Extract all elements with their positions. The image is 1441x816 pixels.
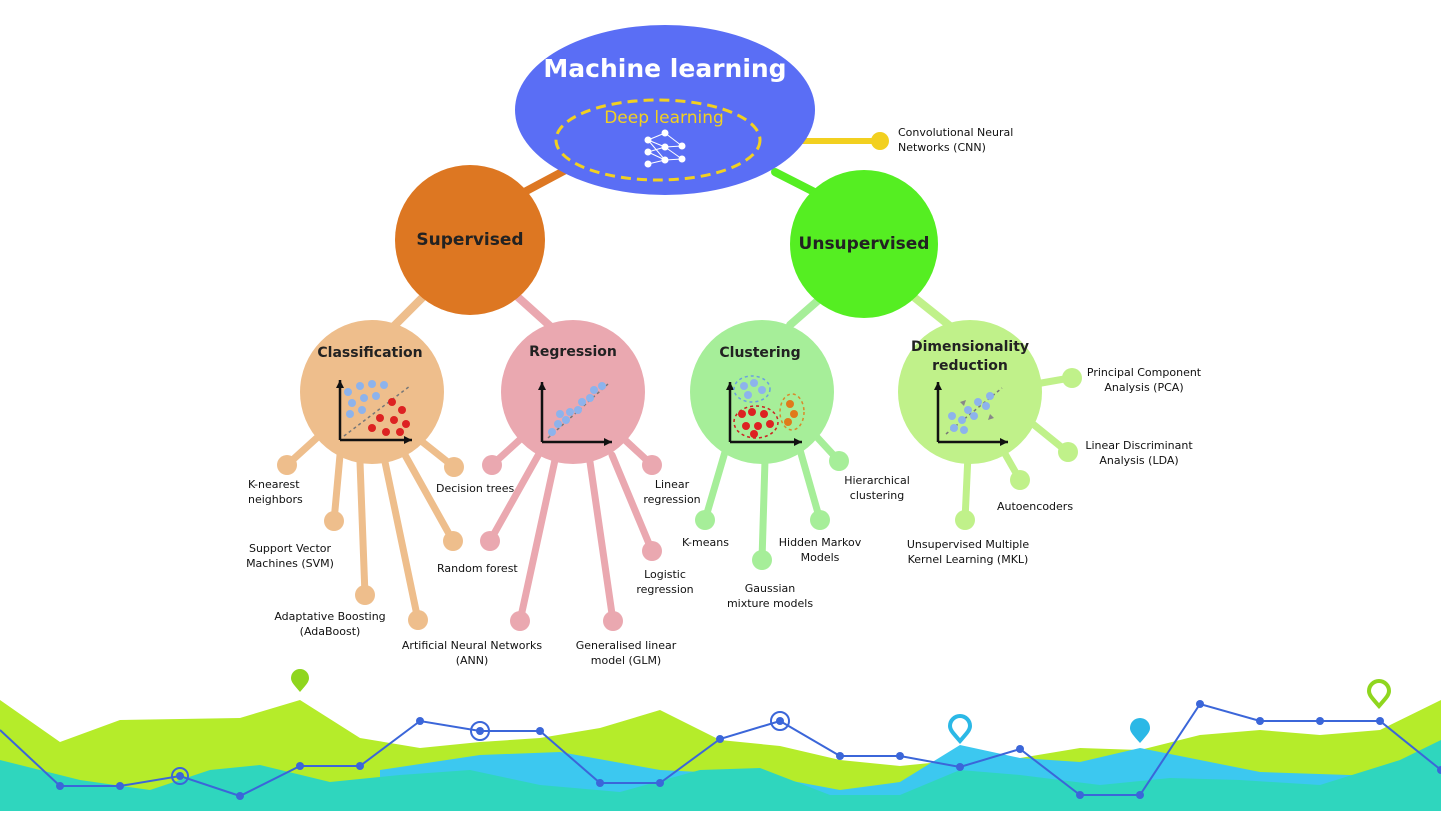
cnn-label: Convolutional Neural Networks (CNN) — [898, 126, 1014, 154]
leaf-mkl: Unsupervised Multiple Kernel Learning (M… — [906, 538, 1030, 566]
leaf-dot-logreg — [642, 541, 662, 561]
neural-network-icon — [644, 129, 686, 168]
leaf-dot-ann2 — [510, 611, 530, 631]
leaf-dot-linreg — [642, 455, 662, 475]
map-pin-icon — [291, 669, 309, 692]
leaf-dot-rforest — [443, 531, 463, 551]
leaf-adaboost: Adaptative Boosting (AdaBoost) — [274, 610, 386, 638]
unsupervised-label: Unsupervised — [798, 234, 930, 254]
footer-ring-markers — [171, 711, 790, 785]
classification-node — [300, 320, 444, 464]
footer-line-points — [56, 700, 1441, 800]
leaf-linreg: Linear regression — [643, 478, 701, 506]
dimred-plot-icon — [934, 382, 1008, 446]
leaf-dot-knn — [277, 455, 297, 475]
leaf-dot-dtree2 — [482, 455, 502, 475]
deep-learning-label: Deep learning — [604, 108, 724, 128]
leaf-dot-gmm — [752, 550, 772, 570]
regression-plot-icon — [538, 382, 612, 446]
map-pin-icon — [1130, 718, 1150, 743]
leaf-hclust: Hierarchical clustering — [844, 474, 910, 502]
leaf-pca: Principal Component Analysis (PCA) — [1086, 366, 1202, 394]
leaf-svm: Support Vector Machines (SVM) — [246, 542, 334, 570]
map-pin-icons — [291, 669, 1392, 745]
classification-label: Classification — [317, 345, 423, 361]
map-pin-icon — [1366, 679, 1392, 710]
leaf-logreg: Logistic regression — [636, 568, 694, 596]
leaf-dot-dtree — [444, 457, 464, 477]
leaf-kmeans: K-means — [682, 536, 729, 549]
leaf-rforest: Random forest — [437, 562, 518, 575]
leaf-ann: Artificial Neural Networks (ANN) — [401, 639, 543, 667]
root-title: Machine learning — [543, 54, 787, 83]
cnn-endpoint — [871, 132, 889, 150]
leaf-gmm: Gaussian mixture models — [726, 582, 814, 610]
leaf-dot-pca — [1062, 368, 1082, 388]
dimred-node — [898, 320, 1042, 464]
clustering-plot-icon — [726, 375, 805, 446]
supervised-label: Supervised — [416, 230, 524, 250]
supervised-node — [395, 165, 545, 315]
leaf-dot-hclust — [829, 451, 849, 471]
leaf-dot-autoenc — [1010, 470, 1030, 490]
leaf-dtree: Decision trees — [436, 482, 515, 495]
root-node — [515, 25, 815, 195]
regression-node — [501, 320, 645, 464]
leaf-dot-rforest2 — [480, 531, 500, 551]
leaf-dot-glm — [603, 611, 623, 631]
clustering-label: Clustering — [719, 345, 801, 361]
leaf-dot-kmeans — [695, 510, 715, 530]
leaf-dot-hmm — [810, 510, 830, 530]
leaf-lda: Linear Discriminant Analysis (LDA) — [1085, 439, 1193, 467]
leaf-connectors — [283, 374, 1074, 625]
classification-plot-icon — [336, 380, 412, 444]
unsupervised-node — [790, 170, 938, 318]
leaf-endpoints — [277, 368, 1082, 631]
footer-decoration — [0, 669, 1441, 811]
leaf-knn: K-nearest neighbors — [248, 478, 303, 506]
regression-label: Regression — [529, 344, 617, 360]
deep-learning-node — [554, 98, 762, 182]
leaf-autoenc: Autoencoders — [997, 500, 1074, 513]
map-pin-icon — [947, 714, 973, 745]
leaf-dot-svm — [324, 511, 344, 531]
leaf-glm: Generalised linear model (GLM) — [575, 639, 677, 667]
dimred-label: Dimensionality reduction — [910, 339, 1030, 374]
leaf-dot-adaboost — [355, 585, 375, 605]
leaf-dot-ann — [408, 610, 428, 630]
leaf-hmm: Hidden Markov Models — [778, 536, 862, 564]
leaf-dot-mkl — [955, 510, 975, 530]
leaf-dot-lda — [1058, 442, 1078, 462]
